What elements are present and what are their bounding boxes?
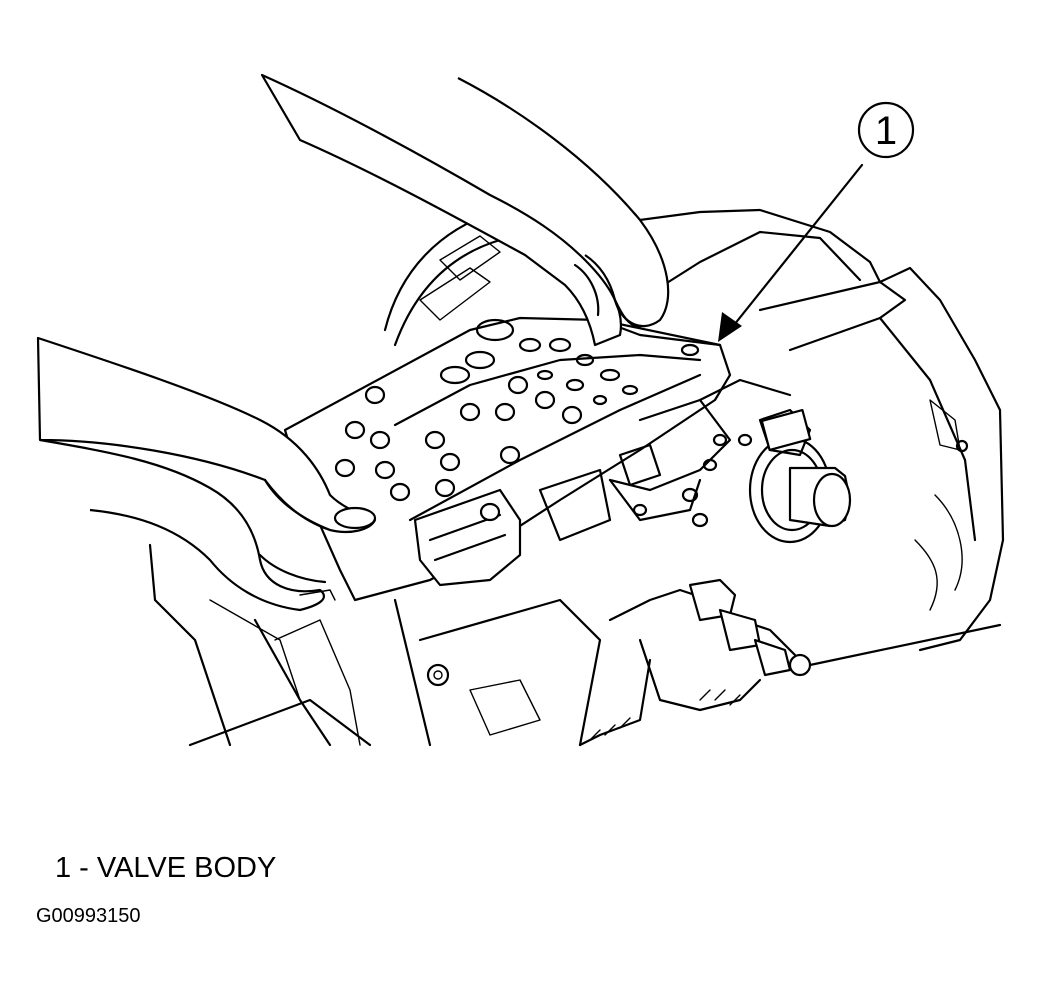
output-shaft <box>748 408 852 544</box>
technician-hands <box>36 73 670 612</box>
callout-number: 1 <box>875 109 897 153</box>
valve-body <box>283 316 792 602</box>
wiring-harness <box>578 578 1002 747</box>
figure-id: G00993150 <box>36 905 141 927</box>
callout-1: 1 <box>718 101 915 342</box>
legend-item-valve-body: 1 - VALVE BODY <box>55 852 277 884</box>
callout-arrowhead <box>718 312 742 342</box>
valve-body-removal-illustration: 1 <box>36 73 1005 747</box>
